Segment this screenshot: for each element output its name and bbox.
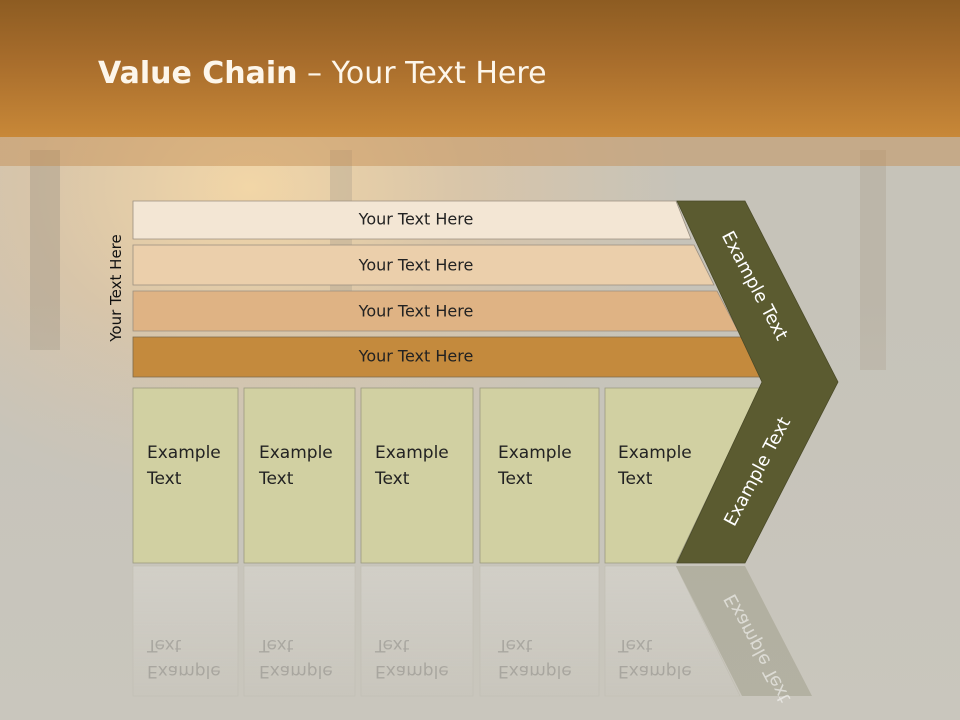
- column-3-line1: Example: [375, 443, 449, 463]
- row-2: [132, 244, 715, 286]
- column-4-reflection-line2: Text: [498, 635, 533, 655]
- column-3: [360, 387, 474, 564]
- column-2-text: Example Text: [259, 440, 333, 492]
- column-5-reflection-line1: Example: [618, 661, 692, 681]
- column-1-text: Example Text: [147, 440, 221, 492]
- column-5-reflection: Example Text: [618, 632, 692, 684]
- column-5: [604, 387, 761, 564]
- column-5-line2: Text: [618, 469, 653, 489]
- column-5-line1: Example: [618, 443, 692, 463]
- header-band: [0, 137, 960, 166]
- column-5-reflection-line2: Text: [618, 635, 653, 655]
- row-1: [132, 200, 692, 240]
- column-1-reflection-line1: Example: [147, 661, 221, 681]
- column-4-text: Example Text: [498, 440, 572, 492]
- column-3-line2: Text: [375, 469, 410, 489]
- column-5-text: Example Text: [618, 440, 692, 492]
- column-1-line2: Text: [147, 469, 182, 489]
- column-1-reflection-line2: Text: [147, 635, 182, 655]
- column-2-reflection-line1: Example: [259, 661, 333, 681]
- column-3-reflection-line2: Text: [375, 635, 410, 655]
- column-3-reflection-line1: Example: [375, 661, 449, 681]
- column-2-reflection-line2: Text: [259, 635, 294, 655]
- column-4-reflection-line1: Example: [498, 661, 572, 681]
- column-4-line1: Example: [498, 443, 572, 463]
- column-1: [132, 387, 239, 564]
- column-1-line1: Example: [147, 443, 221, 463]
- slide-title: Value Chain – Your Text Here: [98, 56, 547, 91]
- row-4-label: Your Text Here: [358, 347, 474, 366]
- column-3-reflection: Example Text: [375, 632, 449, 684]
- chevron-arrow: [676, 200, 839, 564]
- column-4-reflection: Example Text: [498, 632, 572, 684]
- column-2-reflection: Example Text: [259, 632, 333, 684]
- column-1-reflection: Example Text: [147, 632, 221, 684]
- title-bold: Value Chain: [98, 56, 298, 91]
- column-3-text: Example Text: [375, 440, 449, 492]
- column-4: [479, 387, 600, 564]
- column-4-line2: Text: [498, 469, 533, 489]
- title-rest: – Your Text Here: [297, 56, 547, 91]
- row-2-label: Your Text Here: [358, 256, 474, 275]
- header-bar: [0, 0, 960, 137]
- column-2-line2: Text: [259, 469, 294, 489]
- row-1-label: Your Text Here: [358, 210, 474, 229]
- column-2-line1: Example: [259, 443, 333, 463]
- column-2: [243, 387, 356, 564]
- reflection: [132, 565, 812, 697]
- row-3-label: Your Text Here: [358, 302, 474, 321]
